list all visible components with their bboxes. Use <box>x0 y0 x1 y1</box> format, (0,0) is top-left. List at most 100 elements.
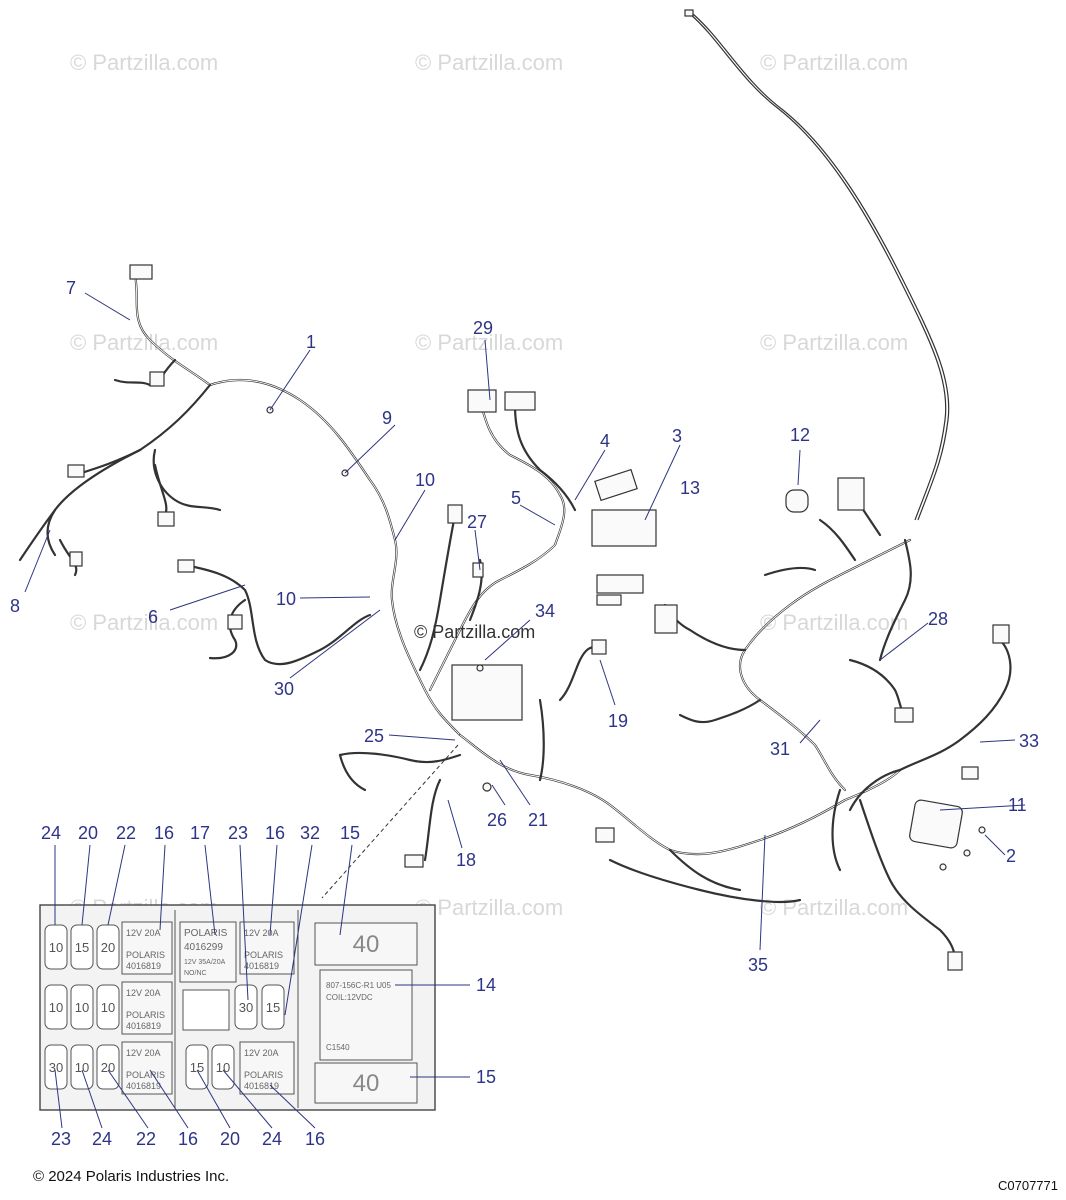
center-harness <box>418 389 577 692</box>
loose-parts <box>451 468 986 871</box>
callout-16: 16 <box>305 1129 325 1149</box>
callout-11: 11 <box>1008 795 1027 815</box>
callout-6: 6 <box>148 607 158 627</box>
main-relay <box>179 921 237 983</box>
mini-fuse <box>44 1044 68 1090</box>
mini-fuse <box>211 1044 235 1090</box>
callout-29: 29 <box>473 318 493 338</box>
callout-23: 23 <box>51 1129 71 1149</box>
empty-relay-socket <box>182 989 230 1031</box>
callout-18: 18 <box>456 850 476 870</box>
callout-9: 9 <box>382 408 392 428</box>
main-relay-rating: 12V 35A/20A <box>184 959 226 966</box>
relay-rating: 12V 20A <box>126 1048 161 1058</box>
fuse-rating: 15 <box>266 1000 280 1015</box>
callout-5: 5 <box>511 488 521 508</box>
callout-10: 10 <box>415 470 435 490</box>
fuse-rating: 15 <box>190 1060 204 1075</box>
callout-14: 14 <box>476 975 496 995</box>
callout-10: 10 <box>276 589 296 609</box>
leader-lines <box>24 292 1026 1129</box>
left-harness <box>18 264 462 737</box>
relay-brand: POLARIS <box>244 950 283 960</box>
main-relay-note: NO/NC <box>184 970 207 977</box>
module-label: C1540 <box>326 1043 350 1052</box>
callout-17: 17 <box>190 823 210 843</box>
relay-brand: POLARIS <box>126 950 165 960</box>
callout-23: 23 <box>228 823 248 843</box>
callout-3: 3 <box>672 426 682 446</box>
mini-fuse <box>70 1044 94 1090</box>
callout-21: 21 <box>528 810 548 830</box>
callout-8: 8 <box>10 596 20 616</box>
fuse-rating: 10 <box>75 1060 89 1075</box>
fuse-rating: 10 <box>216 1060 230 1075</box>
relay <box>121 921 173 975</box>
watermark: © Partzilla.com <box>415 895 563 920</box>
relay-brand: POLARIS <box>244 1070 283 1080</box>
watermark: © Partzilla.com <box>70 610 218 635</box>
relay-part-number: 4016819 <box>126 1021 161 1031</box>
callout-16: 16 <box>154 823 174 843</box>
fuse-rating: 30 <box>49 1060 63 1075</box>
sub-harness-6 <box>177 559 372 666</box>
relay-rating: 12V 20A <box>244 928 279 938</box>
callout-22: 22 <box>136 1129 156 1149</box>
callout-7: 7 <box>66 278 76 298</box>
callout-15: 15 <box>340 823 360 843</box>
callout-20: 20 <box>220 1129 240 1149</box>
maxi-fuse-rating: 40 <box>353 1070 380 1097</box>
watermark: © Partzilla.com <box>760 50 908 75</box>
module-label: 807-156C-R1 U05 <box>326 981 391 990</box>
fuse-rating: 30 <box>239 1000 253 1015</box>
main-relay-brand: POLARIS <box>184 928 228 939</box>
mini-fuse <box>70 984 94 1030</box>
callout-16: 16 <box>178 1129 198 1149</box>
maxi-fuse <box>314 1062 418 1104</box>
inset-leader <box>321 744 459 899</box>
relay-part-number: 4016819 <box>126 1081 161 1091</box>
mini-fuse <box>44 984 68 1030</box>
callout-32: 32 <box>300 823 320 843</box>
antenna-wire <box>684 9 950 521</box>
callouts: 1 2 3 4 5 6 7 8 9 10 10 11 12 13 18 19 2… <box>10 278 1039 1149</box>
callout-24: 24 <box>92 1129 112 1149</box>
fuse-rating: 10 <box>49 1000 63 1015</box>
mini-fuse <box>185 1044 209 1090</box>
callout-2: 2 <box>1006 846 1016 866</box>
callout-1: 1 <box>306 332 316 352</box>
callout-26: 26 <box>487 810 507 830</box>
main-relay-part-number: 4016299 <box>184 942 223 953</box>
relay-rating: 12V 20A <box>244 1048 279 1058</box>
watermark: © Partzilla.com <box>70 50 218 75</box>
callout-28: 28 <box>928 609 948 629</box>
relay-rating: 12V 20A <box>126 928 161 938</box>
callout-34: 34 <box>535 601 555 621</box>
main-harness <box>338 624 1012 971</box>
relay <box>239 1041 295 1095</box>
center-watermark: © Partzilla.com <box>414 622 535 642</box>
diagram-code: C0707771 <box>998 1178 1058 1193</box>
fuse-box-inset: 10 15 20 10 10 10 30 10 20 12V 20A POLAR… <box>39 904 436 1111</box>
maxi-fuse <box>314 922 418 966</box>
watermark: © Partzilla.com <box>760 330 908 355</box>
maxi-fuse-rating: 40 <box>353 931 380 958</box>
mini-fuse <box>234 984 258 1030</box>
callout-16: 16 <box>265 823 285 843</box>
relay <box>239 921 295 975</box>
mini-fuse <box>96 984 120 1030</box>
watermark: © Partzilla.com <box>415 50 563 75</box>
relay-part-number: 4016819 <box>126 961 161 971</box>
callout-12: 12 <box>790 425 810 445</box>
callout-20: 20 <box>78 823 98 843</box>
fuse-rating: 15 <box>75 940 89 955</box>
callout-19: 19 <box>608 711 628 731</box>
copyright: © 2024 Polaris Industries Inc. <box>33 1168 229 1185</box>
callout-15: 15 <box>476 1067 496 1087</box>
relay-brand: POLARIS <box>126 1010 165 1020</box>
callout-13: 13 <box>680 478 700 498</box>
fuse-rating: 10 <box>101 1000 115 1015</box>
relay-part-number: 4016819 <box>244 1081 279 1091</box>
watermark: © Partzilla.com <box>760 610 908 635</box>
